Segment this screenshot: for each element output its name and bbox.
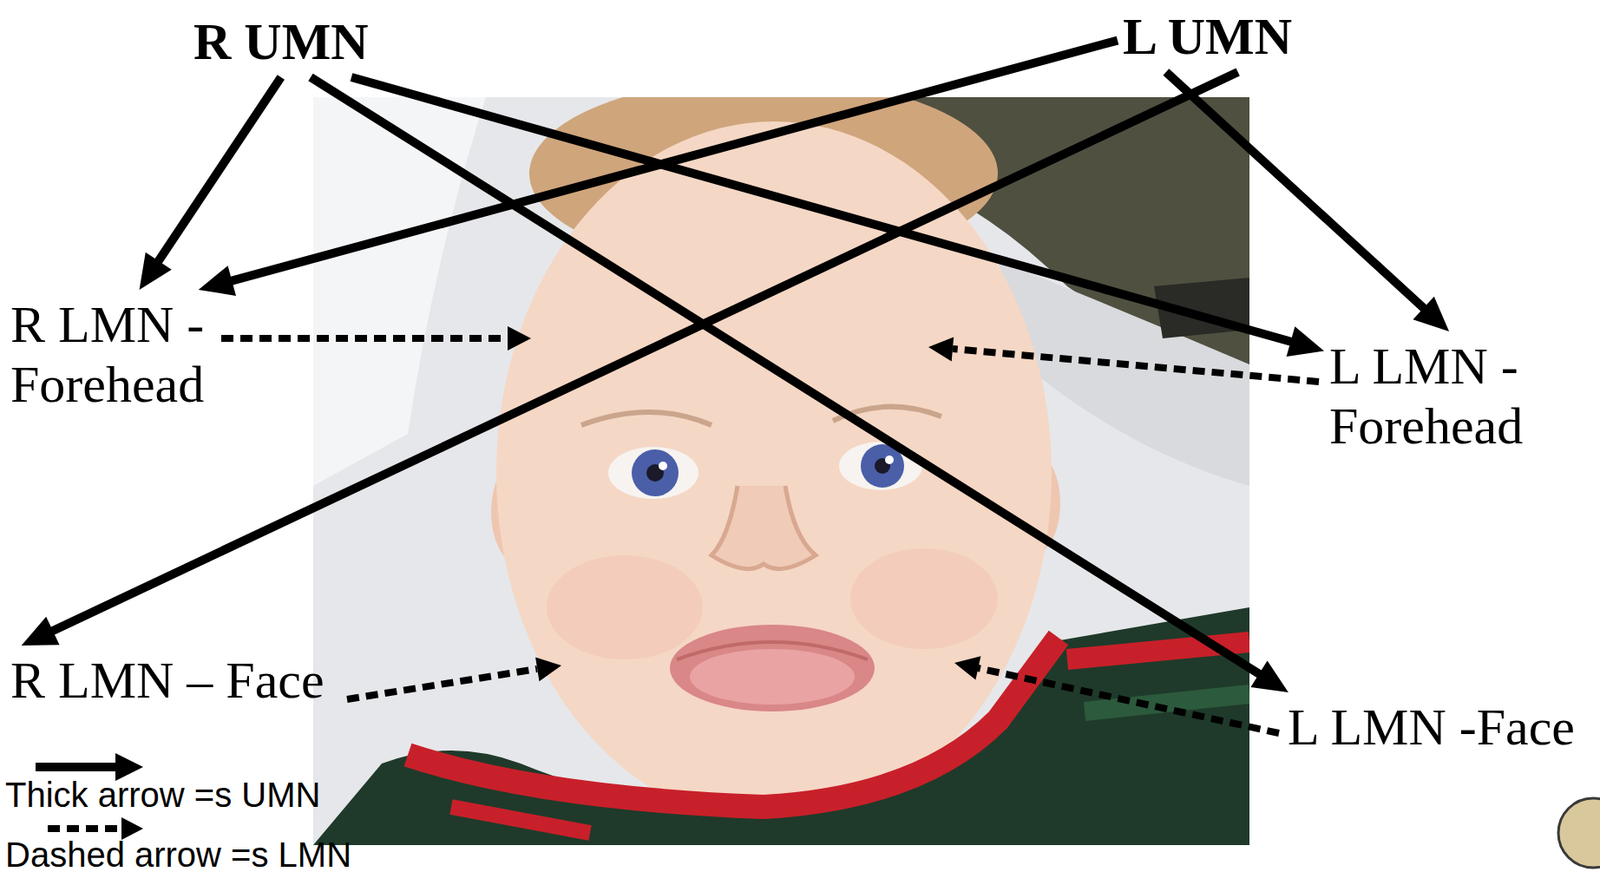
leader-head [535,657,562,682]
umn-arrow [139,77,282,290]
arrow-line [228,40,1118,282]
node-label: R LMN – Face [5,645,330,716]
node-text: R UMN [193,12,369,73]
legend-entry: Thick arrow =s UMN [5,774,321,815]
leader-line [221,334,511,342]
arrow-head [1412,296,1450,332]
node-text: L UMN [1122,6,1292,67]
node-label: R LMN - Forehead [5,289,233,420]
umn-arrow [198,40,1118,296]
umn-arrow [1166,72,1450,332]
arrow-line [157,77,282,264]
node-text: R LMN – Face [10,650,325,711]
legend-text: Dashed arrow =s LMN [5,835,352,874]
legend-entry: Dashed arrow =s LMN [5,834,352,875]
node-label: L UMN [1117,1,1298,73]
node-text: L LMN - Forehead [1329,336,1547,457]
leader-line [952,348,1319,382]
arrow-line [49,72,1238,633]
leader-line [347,668,538,700]
umn-arrow [310,77,1289,693]
legend-sample [47,825,122,833]
arrow-line [310,77,1262,676]
node-text: L LMN -Face [1287,697,1575,758]
node-label: L LMN -Face [1282,692,1581,763]
leader-head [928,337,954,362]
arrow-head [1250,660,1288,693]
arrow-head [139,252,172,290]
node-label: L LMN - Forehead [1324,331,1552,462]
leader-head [507,326,532,351]
legend-sample [35,762,118,772]
leader-line [977,668,1279,734]
arrow-head [21,616,60,646]
arrow-head [198,265,237,296]
node-label: R UMN [188,6,374,78]
leader-head [954,655,981,680]
node-text: R LMN - Forehead [10,295,228,415]
arrow-head [1286,326,1325,357]
arrow-line [1166,72,1427,311]
legend-text: Thick arrow =s UMN [5,775,321,814]
